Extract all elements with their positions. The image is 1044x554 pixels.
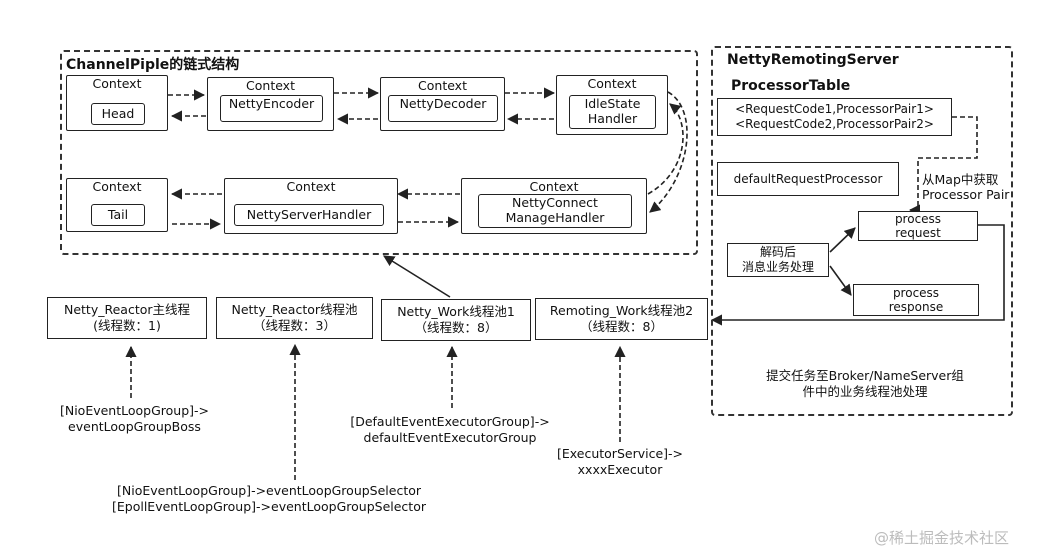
head-handler: Head [91,103,145,125]
context-tail: Context Tail [66,178,168,232]
context-label: Context [92,76,142,91]
decode-box: 解码后 消息业务处理 [727,243,829,277]
default-request-processor: defaultRequestProcessor [717,162,899,196]
selector-annotation: [NioEventLoopGroup]->eventLoopGroupSelec… [112,483,452,515]
netty-connect-manage-handler: NettyConnect ManageHandler [478,194,632,228]
executor-service-line1: [ExecutorService]-> [556,446,684,461]
executor-service-line2: xxxxExecutor [577,462,663,477]
remoting-server-group: NettyRemotingServer ProcessorTable [711,46,1013,416]
from-map-note: 从Map中获取 Processor Pair [922,172,1009,202]
pool-line2: （线程数：3） [253,318,336,333]
context-encoder: Context NettyEncoder [207,77,334,131]
process-request-line1: process [894,212,942,226]
arrow-table-to-request [908,116,978,216]
context-decoder: Context NettyDecoder [380,77,505,131]
processor-table-title: ProcessorTable [731,78,851,94]
processor-table-line2: <RequestCode2,ProcessorPair2> [735,117,934,131]
processor-table-line1: <RequestCode1,ProcessorPair1> [735,102,934,116]
executor-group-line1: [DefaultEventExecutorGroup]-> [350,414,550,429]
context-label: Context [92,179,142,194]
remoting-work-pool: Remoting_Work线程池2 （线程数：8） [535,298,708,340]
connect-line2: ManageHandler [505,210,605,225]
executor-group-line2: defaultEventExecutorGroup [363,430,537,445]
pool-line2: （线程数：8） [580,319,663,334]
arrow-decode-to-response [829,265,852,296]
default-processor-label: defaultRequestProcessor [733,171,883,186]
executor-group-annotation: [DefaultEventExecutorGroup]-> defaultEve… [340,414,560,446]
arrow-decode-to-request [829,227,856,253]
netty-reactor-pool: Netty_Reactor线程池 （线程数：3） [216,297,373,339]
netty-encoder-handler: NettyEncoder [220,95,323,122]
decode-line1: 解码后 [759,245,796,259]
context-label: Context [529,179,579,194]
context-label: Context [418,78,467,93]
processor-table-box: <RequestCode1,ProcessorPair1> <RequestCo… [717,98,952,136]
pool-line1: Remoting_Work线程池2 [549,303,694,318]
watermark: @稀土掘金技术社区 [874,529,1010,547]
pool-line1: Netty_Reactor线程池 [231,302,358,317]
context-label: Context [286,179,336,194]
executor-service-annotation: [ExecutorService]-> xxxxExecutor [550,446,690,478]
from-map-line1: 从Map中获取 [922,172,999,187]
pool-line2: (线程数：1) [93,318,161,333]
arrow-connect-to-idle [647,103,684,195]
pool-line1: Netty_Work线程池1 [397,304,515,319]
decode-line2: 消息业务处理 [741,260,814,274]
connect-line1: NettyConnect [512,195,598,210]
process-request-box: process request [858,211,978,241]
context-label: Context [246,78,295,93]
channel-pipeline-title: ChannelPiple的链式结构 [66,57,240,73]
pool-line1: Netty_Reactor主线程 [63,302,191,317]
boss-line2: eventLoopGroupBoss [68,419,201,434]
idle-state-handler: IdleState Handler [569,95,656,129]
netty-work-pool: Netty_Work线程池1 （线程数：8） [381,299,531,341]
idle-line1: IdleState [584,96,641,111]
arrow-request-to-remoting [710,224,1005,326]
context-server-handler: Context NettyServerHandler [224,178,398,234]
idle-line2: Handler [587,111,638,126]
process-response-line2: response [888,300,944,314]
arrow-idle-to-connect [649,91,688,213]
context-label: Context [587,76,637,91]
process-response-line1: process [892,286,940,300]
tail-handler: Tail [91,204,145,226]
context-head: Context Head [66,75,168,131]
submit-task-note: 提交任务至Broker/NameServer组 件中的业务线程池处理 [752,368,978,400]
channel-pipeline-group: ChannelPiple的链式结构 [60,50,698,255]
netty-reactor-main-pool: Netty_Reactor主线程 (线程数：1) [47,297,207,339]
netty-decoder-label: NettyDecoder [399,96,487,111]
submit-line2: 件中的业务线程池处理 [802,384,928,399]
process-response-box: process response [853,284,979,316]
selector-line2: [EpollEventLoopGroup]->eventLoopGroupSel… [112,499,426,514]
from-map-line2: Processor Pair [922,187,1010,202]
netty-server-handler: NettyServerHandler [234,204,384,226]
submit-line1: 提交任务至Broker/NameServer组 [766,368,964,383]
pool-line2: （线程数：8） [414,320,498,335]
selector-line1: [NioEventLoopGroup]->eventLoopGroupSelec… [117,483,422,498]
context-connect-manage: Context NettyConnect ManageHandler [461,178,647,234]
context-idle: Context IdleState Handler [556,75,668,135]
arrow-work-to-pipeline [383,255,451,298]
remoting-server-title: NettyRemotingServer [727,52,899,68]
boss-annotation: [NioEventLoopGroup]-> eventLoopGroupBoss [52,403,217,435]
netty-decoder-handler: NettyDecoder [388,95,498,122]
boss-line1: [NioEventLoopGroup]-> [59,403,210,418]
process-request-line2: request [895,226,941,240]
netty-encoder-label: NettyEncoder [228,96,315,111]
